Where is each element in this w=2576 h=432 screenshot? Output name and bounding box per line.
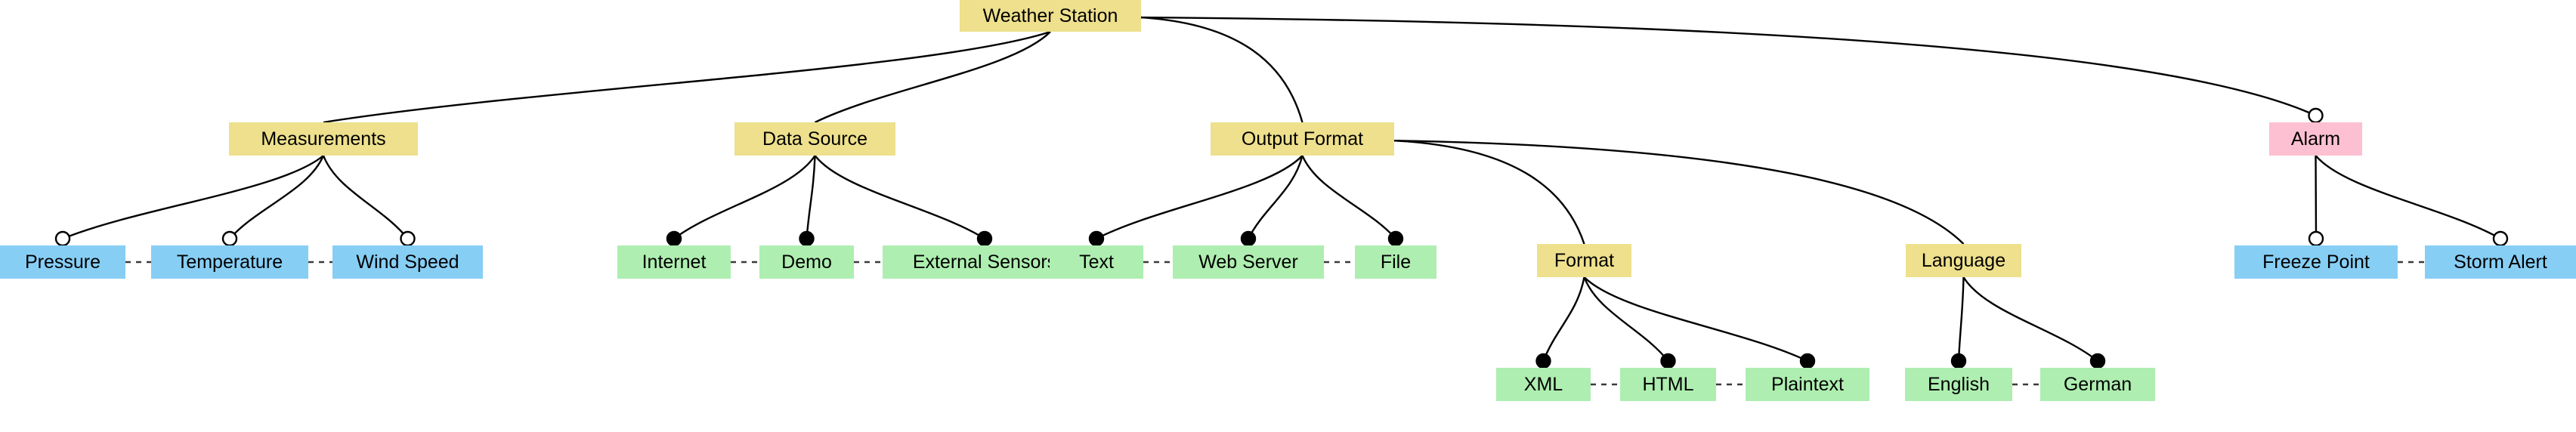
feature-node-html[interactable]: HTML bbox=[1620, 368, 1716, 401]
feature-node-pressure[interactable]: Pressure bbox=[0, 245, 125, 279]
feature-label: Wind Speed bbox=[356, 251, 459, 273]
optional-marker-pressure bbox=[54, 230, 71, 247]
feature-node-data_source[interactable]: Data Source bbox=[734, 122, 895, 156]
feature-label: Output Format bbox=[1241, 128, 1364, 150]
feature-node-temperature[interactable]: Temperature bbox=[151, 245, 308, 279]
feature-label: Pressure bbox=[24, 251, 101, 273]
feature-label: Weather Station bbox=[982, 5, 1118, 26]
edge-output_format-to-file bbox=[1301, 155, 1396, 239]
edge-output_format-to-text bbox=[1096, 155, 1303, 240]
feature-node-xml[interactable]: XML bbox=[1496, 368, 1591, 401]
feature-label: File bbox=[1380, 251, 1412, 273]
edge-alarm-to-freeze_point bbox=[2315, 155, 2318, 239]
mandatory-marker-external_sensors bbox=[976, 230, 993, 247]
feature-node-format[interactable]: Format bbox=[1537, 244, 1631, 277]
edge-weather_station-to-data_source bbox=[814, 31, 1051, 124]
feature-label: Measurements bbox=[261, 128, 386, 150]
mandatory-marker-web_server bbox=[1240, 230, 1257, 247]
edge-language-to-english bbox=[1957, 276, 1965, 362]
feature-node-demo[interactable]: Demo bbox=[759, 245, 854, 279]
feature-label: Format bbox=[1554, 249, 1615, 271]
feature-node-english[interactable]: English bbox=[1905, 368, 2012, 401]
edge-output_format-to-web_server bbox=[1247, 155, 1303, 239]
feature-label: Temperature bbox=[176, 251, 283, 273]
edge-data_source-to-internet bbox=[673, 155, 816, 239]
mandatory-marker-file bbox=[1387, 230, 1404, 247]
feature-node-internet[interactable]: Internet bbox=[617, 245, 731, 279]
feature-node-wind_speed[interactable]: Wind Speed bbox=[332, 245, 483, 279]
mandatory-marker-xml bbox=[1535, 353, 1551, 369]
edge-output_format-to-language bbox=[1393, 140, 1965, 245]
edge-output_format-to-format bbox=[1393, 140, 1585, 245]
mandatory-marker-html bbox=[1660, 353, 1676, 369]
feature-node-storm_alert[interactable]: Storm Alert bbox=[2425, 245, 2576, 279]
optional-marker-wind_speed bbox=[400, 230, 416, 247]
feature-node-language[interactable]: Language bbox=[1906, 244, 2021, 277]
feature-node-measurements[interactable]: Measurements bbox=[229, 122, 418, 156]
mandatory-marker-german bbox=[2089, 353, 2106, 369]
mandatory-marker-plaintext bbox=[1799, 353, 1816, 369]
feature-label: Web Server bbox=[1198, 251, 1298, 273]
edge-format-to-html bbox=[1583, 276, 1669, 362]
optional-marker-freeze_point bbox=[2308, 230, 2324, 247]
mandatory-marker-english bbox=[1950, 353, 1967, 369]
edge-measurements-to-pressure bbox=[62, 155, 324, 240]
feature-label: External Sensors bbox=[912, 251, 1057, 273]
feature-label: English bbox=[1928, 373, 1990, 395]
edge-data_source-to-external_sensors bbox=[814, 155, 985, 240]
mandatory-marker-text bbox=[1088, 230, 1105, 247]
feature-node-weather_station[interactable]: Weather Station bbox=[960, 0, 1141, 32]
optional-marker-temperature bbox=[221, 230, 238, 247]
edge-alarm-to-storm_alert bbox=[2315, 155, 2501, 240]
feature-label: Text bbox=[1079, 251, 1114, 273]
feature-label: XML bbox=[1523, 373, 1563, 395]
edge-measurements-to-wind_speed bbox=[322, 155, 409, 239]
optional-marker-storm_alert bbox=[2492, 230, 2509, 247]
edge-weather_station-to-measurements bbox=[323, 30, 1051, 124]
feature-label: Internet bbox=[642, 251, 707, 273]
optional-marker-alarm bbox=[2308, 107, 2324, 124]
feature-label: Plaintext bbox=[1771, 373, 1844, 395]
feature-label: Alarm bbox=[2290, 128, 2341, 150]
edge-format-to-plaintext bbox=[1583, 276, 1808, 363]
feature-label: Freeze Point bbox=[2262, 251, 2370, 273]
edge-language-to-german bbox=[1962, 276, 2098, 362]
edge-data_source-to-demo bbox=[806, 155, 816, 239]
feature-node-german[interactable]: German bbox=[2040, 368, 2155, 401]
feature-label: Data Source bbox=[762, 128, 867, 150]
mandatory-marker-internet bbox=[666, 230, 682, 247]
feature-node-output_format[interactable]: Output Format bbox=[1211, 122, 1394, 156]
feature-node-alarm[interactable]: Alarm bbox=[2269, 122, 2362, 156]
feature-node-file[interactable]: File bbox=[1355, 245, 1436, 279]
feature-node-web_server[interactable]: Web Server bbox=[1173, 245, 1324, 279]
feature-label: Storm Alert bbox=[2454, 251, 2547, 273]
feature-label: Demo bbox=[781, 251, 832, 273]
feature-label: HTML bbox=[1642, 373, 1694, 395]
edge-format-to-xml bbox=[1542, 276, 1585, 362]
edge-weather_station-to-output_format bbox=[1140, 16, 1303, 123]
edge-measurements-to-temperature bbox=[229, 155, 325, 239]
feature-label: Language bbox=[1921, 249, 2006, 271]
feature-node-plaintext[interactable]: Plaintext bbox=[1746, 368, 1869, 401]
feature-label: German bbox=[2063, 373, 2132, 395]
feature-node-text[interactable]: Text bbox=[1050, 245, 1143, 279]
mandatory-marker-demo bbox=[799, 230, 815, 247]
feature-node-freeze_point[interactable]: Freeze Point bbox=[2234, 245, 2398, 279]
edge-weather_station-to-alarm bbox=[1140, 16, 2317, 117]
